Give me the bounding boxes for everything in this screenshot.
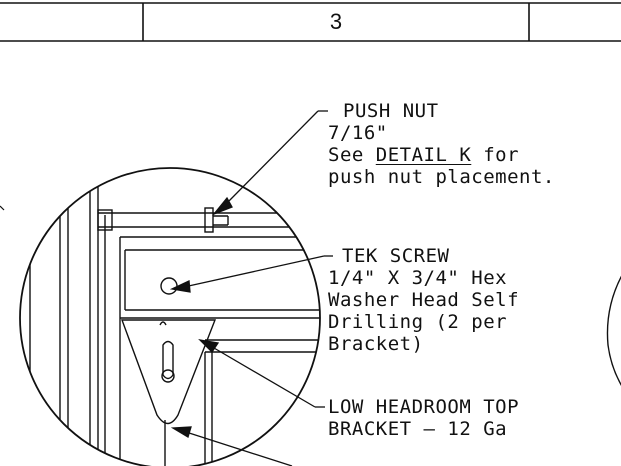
push-nut-label: PUSH NUT [343,100,439,122]
tek-screw-label: TEK SCREW [342,245,450,267]
tek-screw-size: 1/4" X 3/4" Hex [328,267,508,289]
bracket-gauge: BRACKET — 12 Ga [328,418,508,440]
adjacent-detail-arc [606,275,621,386]
push-nut-placement-note: push nut placement. [328,166,555,188]
leader-lines [169,110,333,466]
tek-screw-quantity: Drilling (2 per [328,311,508,333]
tek-screw-quantity-end: Bracket) [328,333,424,355]
push-nut-reference-prefix: See [328,144,376,166]
detail-k-reference-link[interactable]: DETAIL K [375,144,472,166]
title-block-frame [0,2,621,42]
push-nut-reference: See DETAIL K for [328,144,519,166]
bracket-label: LOW HEADROOM TOP [328,396,520,418]
tek-screw-head: Washer Head Self [328,289,520,311]
push-nut-size: 7/16" [328,122,388,144]
detail-circle [19,167,321,466]
detail-circle-contents [29,168,320,466]
push-nut-reference-suffix: for [471,144,520,166]
sheet-number: 3 [329,9,343,34]
